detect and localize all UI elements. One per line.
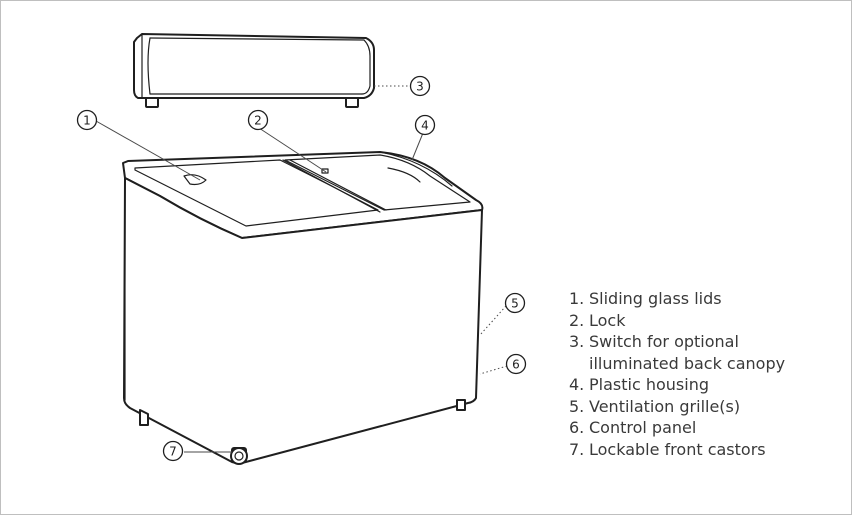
- legend-item-3: 3. Switch for optional: [569, 331, 785, 353]
- callout-2: 2: [247, 109, 269, 131]
- svg-text:1: 1: [83, 114, 91, 128]
- legend-label: Plastic housing: [589, 375, 709, 394]
- legend-label: Lock: [589, 310, 626, 330]
- freezer-body: [122, 151, 484, 465]
- legend-item-7: 7. Lockable front castors: [569, 439, 785, 461]
- castor-wheel: [230, 447, 248, 465]
- legend-label: Ventilation grille(s): [589, 396, 741, 416]
- legend-label: Sliding glass lids: [589, 289, 722, 308]
- back-canopy: [133, 33, 375, 108]
- legend-item-3-continued: illuminated back canopy: [569, 353, 785, 375]
- svg-text:5: 5: [511, 297, 519, 311]
- legend-label: Control panel: [589, 418, 697, 437]
- callout-1: 1: [76, 109, 98, 131]
- legend-item-4: 4. Plastic housing: [569, 374, 785, 396]
- legend-number: 2.: [569, 310, 585, 330]
- svg-text:6: 6: [512, 358, 520, 372]
- legend-number: 3.: [569, 332, 585, 351]
- legend-label: Switch for optional: [589, 332, 739, 351]
- svg-text:3: 3: [416, 80, 424, 94]
- legend-item-2: 2. Lock: [569, 310, 785, 332]
- legend-number: 7.: [569, 439, 585, 459]
- legend-number: 5.: [569, 396, 585, 416]
- svg-text:4: 4: [421, 119, 429, 133]
- legend-item-5: 5. Ventilation grille(s): [569, 396, 785, 418]
- legend-label: Lockable front castors: [589, 439, 766, 459]
- svg-text:2: 2: [254, 114, 262, 128]
- callout-5: 5: [504, 292, 526, 314]
- legend-number: 1.: [569, 289, 585, 308]
- callout-6: 6: [505, 353, 527, 375]
- callout-3: 3: [409, 75, 431, 97]
- legend-number: 4.: [569, 375, 585, 394]
- legend-item-6: 6. Control panel: [569, 417, 785, 439]
- parts-legend: 1. Sliding glass lids 2. Lock 3. Switch …: [569, 288, 785, 460]
- callout-4: 4: [414, 114, 436, 136]
- legend-number: 6.: [569, 418, 585, 437]
- callout-7: 7: [162, 440, 184, 462]
- legend-label: illuminated back canopy: [589, 353, 786, 373]
- legend-item-1: 1. Sliding glass lids: [569, 288, 785, 310]
- svg-text:7: 7: [169, 445, 177, 459]
